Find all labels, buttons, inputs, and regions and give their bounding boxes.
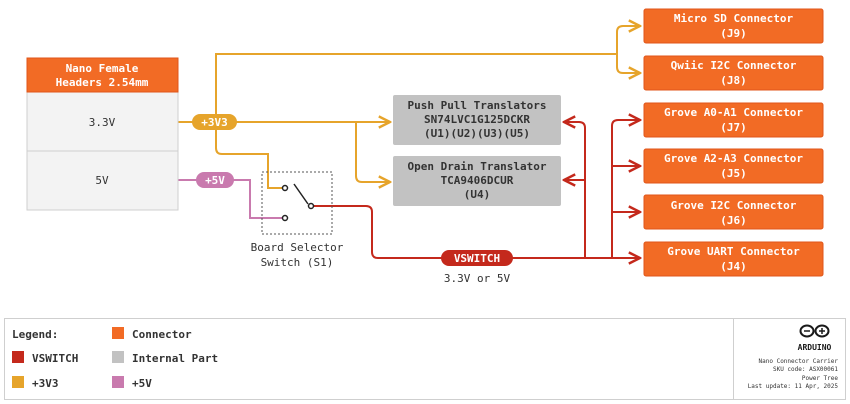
connector-label: Micro SD Connector bbox=[674, 12, 794, 25]
internal-part-line2: SN74LVC1G125DCKR bbox=[424, 113, 530, 126]
pill-5v: +5V bbox=[196, 172, 234, 188]
header-row-5v: 5V bbox=[95, 174, 109, 187]
rail-3v3-wires bbox=[178, 26, 640, 189]
connector-label: Grove A2-A3 Connector bbox=[664, 152, 803, 165]
board-selector-switch: Board Selector Switch (S1) bbox=[251, 171, 344, 269]
connector-id: (J9) bbox=[720, 27, 747, 40]
legend-swatch-connector bbox=[112, 327, 124, 339]
connector-id: (J8) bbox=[720, 74, 747, 87]
internal-part-push-pull: Push Pull Translators SN74LVC1G125DCKR (… bbox=[393, 95, 561, 145]
legend-label-internal: Internal Part bbox=[132, 352, 218, 365]
pill-3v3-label: +3V3 bbox=[201, 116, 228, 129]
footer-page: Power Tree bbox=[802, 375, 839, 382]
headers-title-line1: Nano Female bbox=[66, 62, 139, 75]
connector-id: (J6) bbox=[720, 214, 747, 227]
pill-5v-label: +5V bbox=[205, 174, 225, 187]
switch-label-line2: Switch (S1) bbox=[261, 256, 334, 269]
legend-label-vswitch: VSWITCH bbox=[32, 352, 78, 365]
legend-label-connector: Connector bbox=[132, 328, 192, 341]
pill-vswitch: VSWITCH bbox=[441, 250, 513, 266]
nano-headers-block: Nano Female Headers 2.54mm 3.3V 5V bbox=[26, 57, 179, 211]
legend-swatch-5v bbox=[112, 376, 124, 388]
pill-3v3: +3V3 bbox=[192, 114, 237, 130]
vswitch-sub-label: 3.3V or 5V bbox=[444, 272, 511, 285]
pill-vswitch-label: VSWITCH bbox=[454, 252, 500, 265]
internal-part-line1: Open Drain Translator bbox=[407, 160, 546, 173]
internal-part-line2: TCA9406DCUR bbox=[441, 174, 514, 187]
footer-sku: SKU code: ASX00061 bbox=[773, 366, 838, 373]
connector-label: Grove I2C Connector bbox=[671, 199, 797, 212]
connector-grove-a0-a1: Grove A0-A1 Connector (J7) bbox=[643, 102, 824, 138]
legend-swatch-vswitch bbox=[12, 351, 24, 363]
connector-label: Grove UART Connector bbox=[667, 245, 800, 258]
connector-micro-sd: Micro SD Connector (J9) bbox=[643, 8, 824, 44]
switch-label-line1: Board Selector bbox=[251, 241, 344, 254]
legend-label-5v: +5V bbox=[132, 377, 152, 390]
header-row-3v3: 3.3V bbox=[89, 116, 116, 129]
connector-grove-uart: Grove UART Connector (J4) bbox=[643, 241, 824, 277]
brand-name: ARDUINO bbox=[798, 343, 832, 352]
connector-grove-a2-a3: Grove A2-A3 Connector (J5) bbox=[643, 148, 824, 184]
footer-product: Nano Connector Carrier bbox=[759, 358, 839, 365]
internal-part-line3: (U4) bbox=[464, 188, 491, 201]
internal-part-open-drain: Open Drain Translator TCA9406DCUR (U4) bbox=[393, 156, 561, 206]
connector-id: (J5) bbox=[720, 167, 747, 180]
legend-label-3v3: +3V3 bbox=[32, 377, 59, 390]
legend-swatch-3v3 bbox=[12, 376, 24, 388]
internal-part-line3: (U1)(U2)(U3)(U5) bbox=[424, 127, 530, 140]
connector-grove-i2c: Grove I2C Connector (J6) bbox=[643, 194, 824, 230]
rail-vswitch-wires bbox=[314, 120, 640, 258]
connector-id: (J7) bbox=[720, 121, 747, 134]
legend-panel: Legend: Connector VSWITCH Internal Part … bbox=[4, 318, 846, 400]
connector-label: Grove A0-A1 Connector bbox=[664, 106, 803, 119]
legend-title: Legend: bbox=[12, 328, 58, 341]
legend-swatch-internal bbox=[112, 351, 124, 363]
arduino-logo: ARDUINO bbox=[798, 324, 832, 352]
infinity-icon bbox=[799, 324, 830, 338]
connector-id: (J4) bbox=[720, 260, 747, 273]
connector-qwiic: Qwiic I2C Connector (J8) bbox=[643, 55, 824, 91]
footer-meta: Nano Connector Carrier SKU code: ASX0006… bbox=[748, 358, 839, 390]
internal-part-line1: Push Pull Translators bbox=[407, 99, 546, 112]
footer-updated: Last update: 11 Apr, 2025 bbox=[748, 383, 839, 390]
connector-label: Qwiic I2C Connector bbox=[671, 59, 797, 72]
headers-title-line2: Headers 2.54mm bbox=[56, 76, 149, 89]
